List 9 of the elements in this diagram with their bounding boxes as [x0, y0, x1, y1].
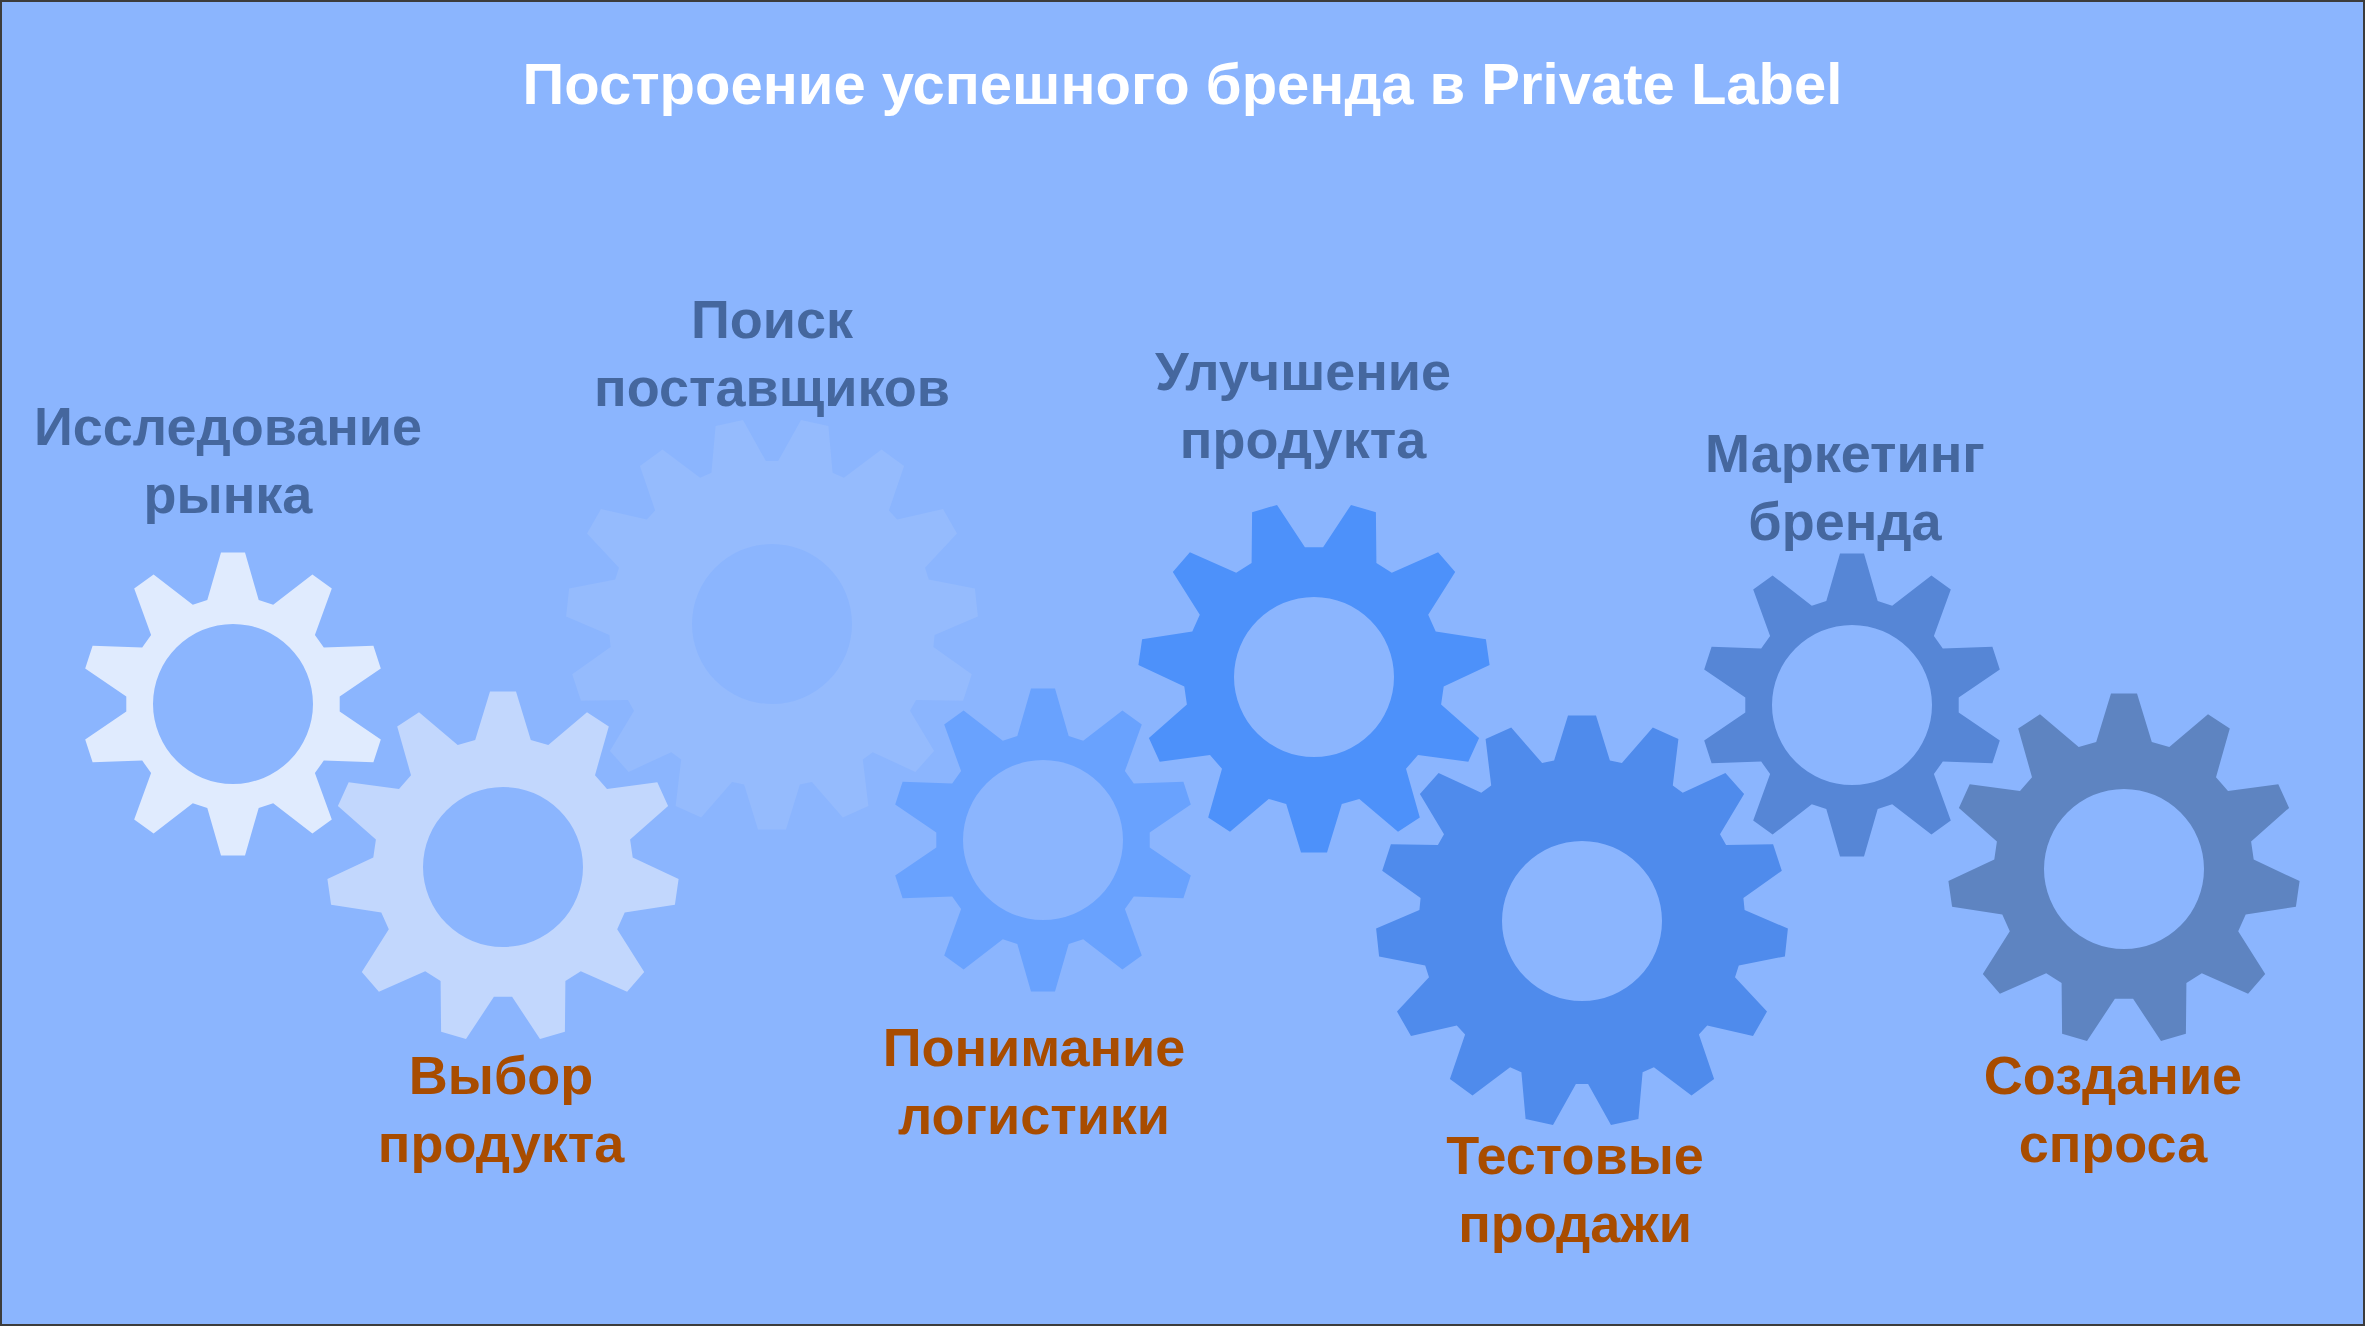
step-label: Создание спроса	[1983, 1044, 2243, 1175]
step-label: Тестовые продажи	[1446, 1124, 1704, 1255]
step-label: Маркетинг бренда	[1705, 422, 1985, 553]
step-label: Улучшение продукта	[1154, 340, 1452, 471]
step-label: Понимание логистики	[882, 1016, 1186, 1147]
title: Построение успешного бренда в Private Label	[522, 50, 1843, 118]
step-label: Поиск поставщиков	[594, 288, 950, 419]
step-label: Выбор продукта	[377, 1044, 625, 1175]
step-label: Исследование рынка	[33, 395, 423, 526]
